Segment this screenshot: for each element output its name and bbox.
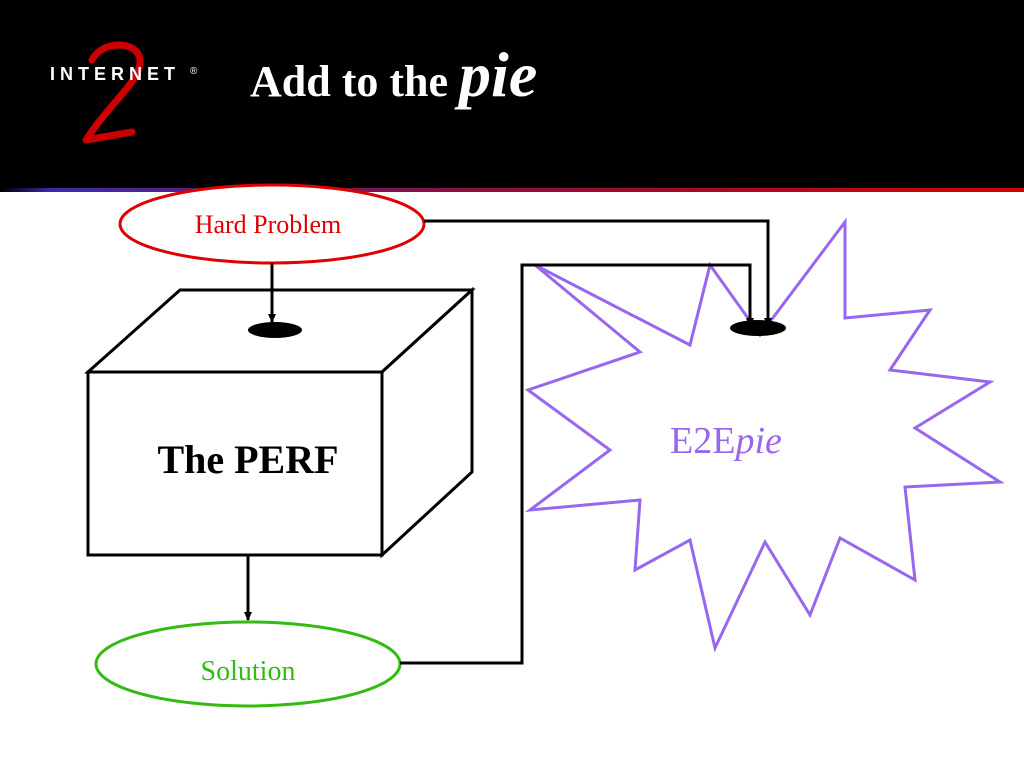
hard-problem-label: Hard Problem (195, 210, 342, 239)
arrow-hard-problem-to-starburst (424, 219, 772, 327)
box-input-slot (248, 322, 302, 338)
solution-label: Solution (201, 656, 296, 687)
internet2-logo: INTERNET ® (44, 36, 214, 156)
perf-box-label: The PERF (157, 437, 338, 482)
e2epie-starburst (524, 217, 1005, 653)
starburst-label-prefix: E2E (670, 420, 735, 462)
header-bar: INTERNET ® Add to the pie (0, 0, 1024, 188)
title-text: Add to the (250, 57, 460, 106)
header-divider (0, 188, 1024, 192)
connectors (244, 219, 772, 665)
perf-box-front (86, 370, 384, 557)
starburst-label-emphasis: pie (732, 420, 782, 462)
logo-two-icon (82, 41, 144, 144)
arrow-solution-to-starburst (400, 263, 754, 665)
logo-text: INTERNET (50, 64, 180, 84)
page-title: Add to the pie (250, 38, 537, 112)
title-emphasis: pie (459, 39, 538, 110)
logo-registered-mark: ® (190, 66, 198, 77)
starburst-input-slot (730, 320, 786, 336)
starburst-label: E2Epie (670, 420, 782, 462)
